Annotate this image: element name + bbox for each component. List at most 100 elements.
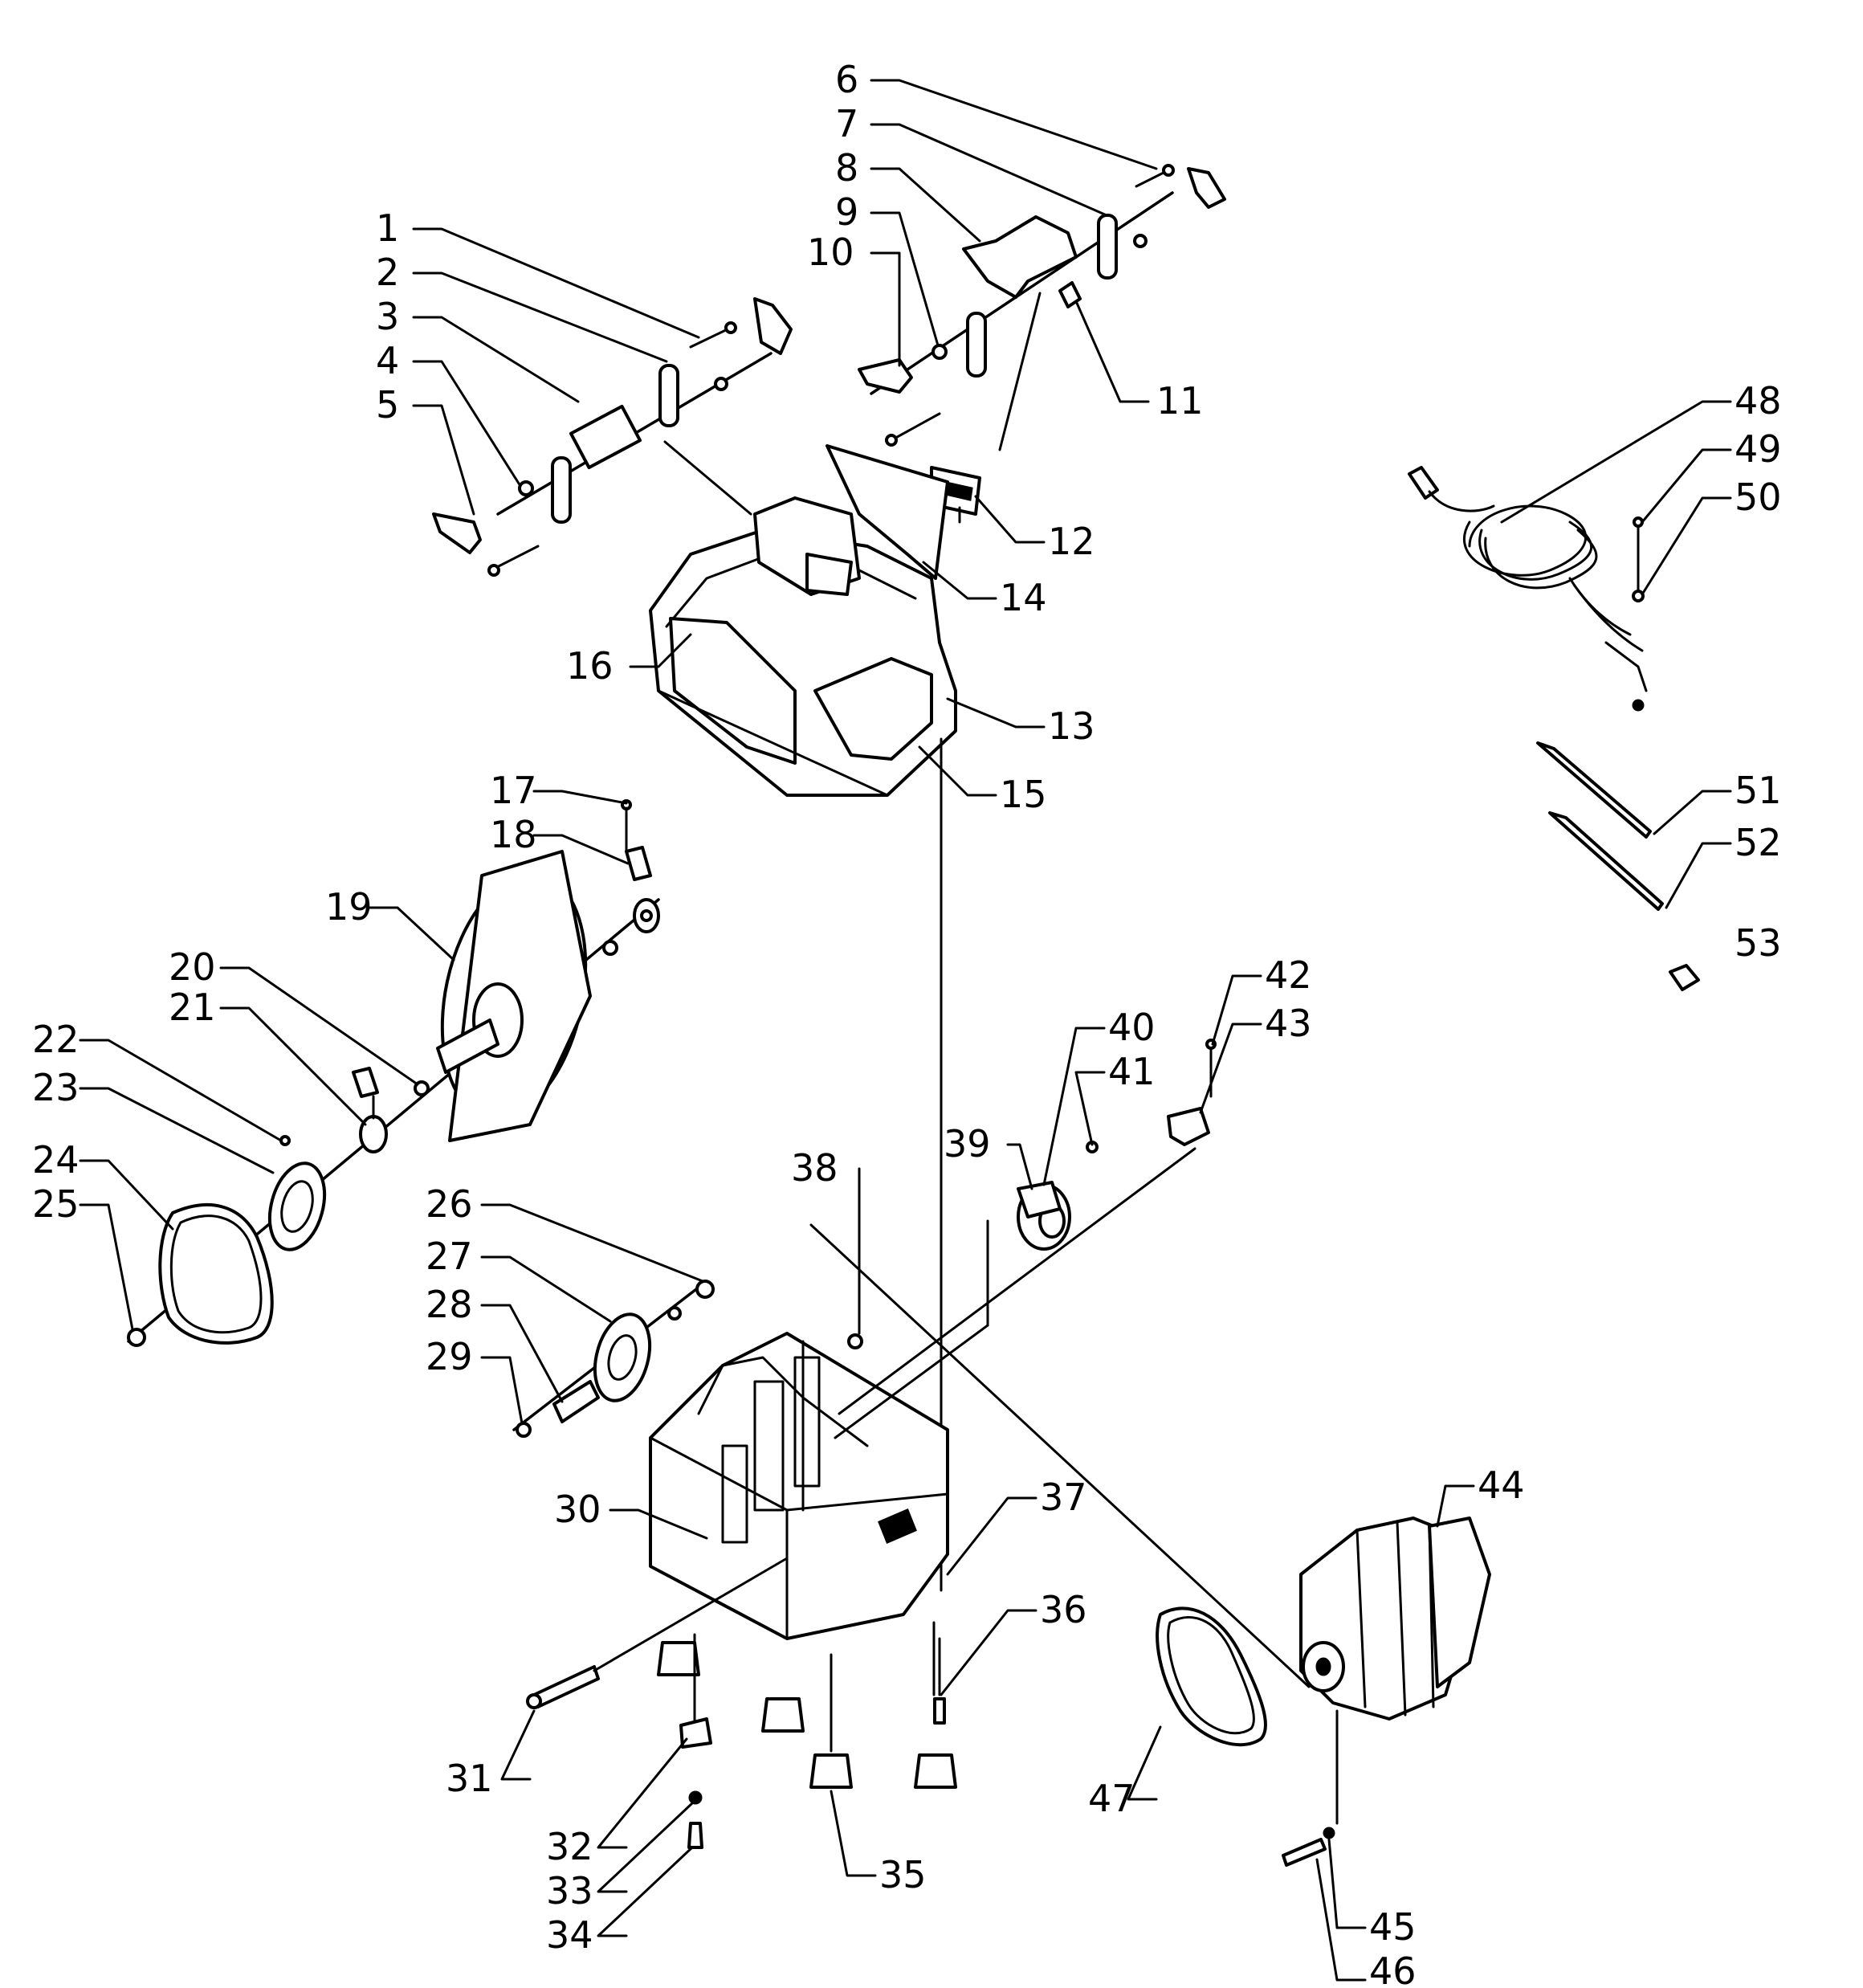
bolt-31 [526, 1557, 789, 1709]
cable-tie-52 [1548, 811, 1664, 911]
window-15 [813, 657, 933, 761]
link-arm-upper-left [658, 364, 679, 427]
cable-ties [1536, 741, 1700, 991]
callout-11: 11 [1156, 379, 1204, 423]
callout-1: 1 [376, 206, 399, 250]
clip-32 [679, 1717, 712, 1749]
callout-34: 34 [546, 1913, 593, 1957]
callout-13: 13 [1048, 704, 1095, 748]
washer-25 [127, 1328, 146, 1347]
bracket-plate-8 [962, 215, 1078, 299]
nut-53 [1669, 964, 1700, 991]
callout-30: 30 [554, 1488, 601, 1531]
callout-48: 48 [1735, 379, 1782, 423]
rubber-feet-35 [657, 1621, 957, 1789]
base-housing [649, 1332, 949, 1640]
callout-43: 43 [1265, 1002, 1312, 1045]
knob-right-upper [1187, 167, 1226, 209]
washer-4 [518, 480, 534, 496]
callout-8: 8 [835, 146, 858, 190]
capacitor-assembly [834, 1039, 1217, 1439]
callout-12: 12 [1048, 520, 1095, 563]
callout-53: 53 [1735, 921, 1782, 965]
callout-44: 44 [1478, 1463, 1525, 1507]
callout-26: 26 [426, 1182, 473, 1226]
callout-52: 52 [1735, 821, 1782, 864]
callout-49: 49 [1735, 427, 1782, 471]
callout-51: 51 [1735, 769, 1782, 812]
plug-38 [847, 1333, 863, 1349]
callout-37: 37 [1040, 1476, 1087, 1519]
power-cord-assembly [1408, 466, 1648, 712]
callout-50: 50 [1735, 476, 1782, 519]
link-arm-7 [1097, 214, 1118, 280]
cable-tie-51 [1536, 741, 1652, 839]
callout-6: 6 [835, 58, 858, 101]
callout-15: 15 [1000, 773, 1047, 816]
callout-7: 7 [835, 102, 858, 145]
nut-26 [695, 1280, 715, 1299]
link-arm-lower-left [551, 456, 572, 524]
callout-28: 28 [426, 1283, 473, 1326]
pulley-27 [593, 1312, 652, 1402]
callout-38: 38 [791, 1146, 838, 1190]
callout-3: 3 [376, 295, 399, 338]
callout-29: 29 [426, 1335, 473, 1378]
arbor-shaft [436, 1018, 499, 1074]
left-bracket-assembly [432, 297, 793, 577]
belt-24 [158, 1203, 274, 1345]
knob-10 [858, 358, 913, 394]
callout-31: 31 [446, 1757, 493, 1800]
callout-42: 42 [1265, 953, 1312, 997]
knob-5 [432, 512, 482, 554]
callout-17: 17 [490, 769, 537, 812]
plug-48 [1408, 466, 1439, 500]
callout-5: 5 [376, 383, 399, 427]
callout-36: 36 [1040, 1588, 1087, 1631]
screw-34 [687, 1822, 703, 1849]
callout-10: 10 [807, 231, 854, 274]
pulley-23 [267, 1161, 327, 1251]
callout-4: 4 [376, 339, 399, 382]
label-panel-16 [669, 617, 797, 765]
cord-clip-group [679, 1633, 712, 1849]
callout-2: 2 [376, 251, 399, 294]
spacer-28 [552, 1380, 600, 1423]
callout-35: 35 [879, 1853, 927, 1896]
callout-25: 25 [32, 1182, 79, 1226]
callout-21: 21 [169, 986, 216, 1029]
screw-46 [1282, 1838, 1327, 1867]
screw-36 [933, 1637, 946, 1725]
callout-16: 16 [566, 644, 614, 688]
callout-22: 22 [32, 1018, 79, 1061]
callout-32: 32 [546, 1825, 593, 1868]
bearing-21 [359, 1115, 388, 1153]
callout-labels: 1 2 3 4 5 6 7 8 9 10 11 12 13 14 15 16 1… [32, 58, 1782, 1988]
callout-47: 47 [1088, 1777, 1135, 1820]
upper-housing-cover [649, 444, 957, 797]
wheel-assembly [127, 799, 660, 1347]
washer-9 [932, 344, 948, 360]
bracket-43 [1167, 1107, 1210, 1146]
key-29 [516, 1422, 532, 1438]
callout-19: 19 [325, 885, 373, 929]
washer-33 [688, 1790, 703, 1805]
callout-33: 33 [546, 1869, 593, 1912]
washer-upper-left [714, 377, 728, 391]
eye-shield-14 [826, 444, 949, 580]
callout-20: 20 [169, 945, 216, 989]
link-arm-lower-right [966, 312, 987, 378]
callout-45: 45 [1369, 1905, 1417, 1949]
callout-23: 23 [32, 1066, 79, 1109]
callout-27: 27 [426, 1235, 473, 1278]
callout-41: 41 [1108, 1050, 1156, 1093]
callout-leaders [79, 79, 1732, 1982]
callout-46: 46 [1369, 1949, 1417, 1988]
right-bracket-assembly [858, 164, 1226, 451]
callout-40: 40 [1108, 1006, 1156, 1049]
callout-39: 39 [944, 1122, 991, 1165]
callout-14: 14 [1000, 576, 1047, 619]
drive-pulley-assembly [512, 1280, 715, 1438]
callout-24: 24 [32, 1138, 79, 1182]
